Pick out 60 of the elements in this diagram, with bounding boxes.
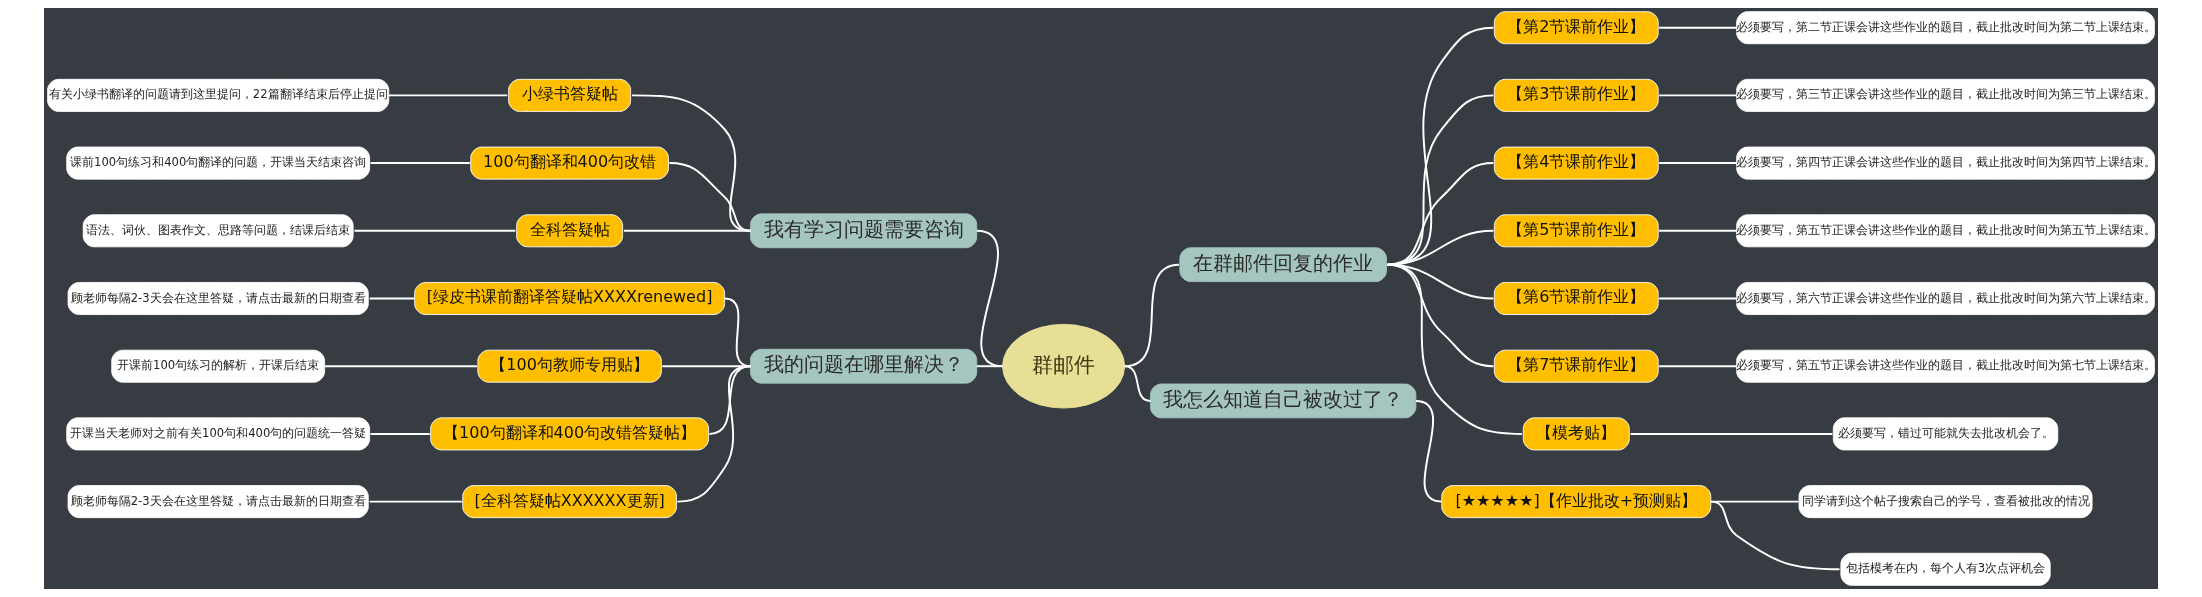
node-box: [全科答疑帖XXXXXX更新]: [462, 485, 677, 519]
node-box: 【第2节课前作业】: [1493, 11, 1659, 45]
connector: [1386, 26, 1495, 266]
node-box: 【第6节课前作业】: [1493, 282, 1659, 315]
node-box: [绿皮书课前翻译答疑帖XXXXrenewed]: [414, 282, 726, 315]
node-box: 必须要写，第六节正课会讲这些作业的题目，截止批改时间为第六节上课结束。: [1736, 282, 2155, 315]
node-box: 在群邮件回复的作业: [1179, 247, 1387, 282]
connector: [1386, 263, 1523, 435]
node-box: 必须要写，第三节正课会讲这些作业的题目，截止批改时间为第三节上课结束。: [1736, 78, 2155, 112]
connector: [676, 365, 752, 503]
node-box: 必须要写，第五节正课会讲这些作业的题目，截止批改时间为第七节上课结束。: [1736, 349, 2155, 383]
node-box: 有关小绿书翻译的问题请到这里提问，22篇翻译结束后停止提问: [47, 78, 390, 112]
connector: [369, 432, 431, 435]
node-box: 必须要写，第五节正课会讲这些作业的题目，截止批改时间为第五节上课结束。: [1736, 214, 2155, 248]
node-box: 全科答疑帖: [516, 214, 624, 248]
node-box: 开课前100句练习的解析，开课后结束: [111, 349, 326, 383]
node-box: 我的问题在哪里解决？: [750, 348, 978, 384]
connector: [975, 229, 1004, 368]
connector: [622, 229, 752, 232]
connector: [368, 500, 463, 503]
node-box: 必须要写，第四节正课会讲这些作业的题目，截止批改时间为第四节上课结束。: [1736, 146, 2155, 180]
connector: [975, 365, 1004, 368]
node-box: 【100句教师专用贴】: [477, 349, 662, 383]
connector: [324, 365, 478, 368]
node-box: 同学请到这个帖子搜索自己的学号，查看被批改的情况: [1798, 485, 2093, 519]
connector: [369, 162, 471, 165]
connector: [1658, 94, 1738, 97]
connector: [1123, 365, 1152, 402]
node-box: 我有学习问题需要咨询: [750, 213, 978, 249]
node-box: 顾老师每隔2-3天会在这里答疑，请点击最新的日期查看: [67, 485, 369, 519]
node-box: 100句翻译和400句改错: [470, 146, 669, 180]
node-box: 必须要写，第二节正课会讲这些作业的题目，截止批改时间为第二节上课结束。: [1736, 11, 2155, 45]
connector: [1386, 94, 1495, 266]
connector: [1658, 229, 1738, 232]
connector: [1629, 432, 1834, 435]
node-box: 【模考贴】: [1522, 417, 1630, 451]
node-box: 【100句翻译和400句改错答疑帖】: [430, 417, 710, 451]
connector: [368, 297, 416, 300]
connector: [1709, 500, 1841, 571]
node-box: [★★★★★]【作业批改+预测贴】: [1441, 485, 1712, 519]
node-box: 课前100句练习和400句翻译的问题，开课当天结束咨询: [66, 146, 371, 180]
node-box: 我怎么知道自己被改过了？: [1150, 383, 1417, 419]
node-ellipse: 群邮件: [1002, 323, 1126, 409]
node-box: 【第4节课前作业】: [1493, 146, 1659, 180]
node-box: 【第3节课前作业】: [1493, 78, 1659, 112]
connector: [1658, 162, 1738, 165]
connector: [353, 229, 517, 232]
connector: [1386, 162, 1495, 266]
connector: [1658, 26, 1738, 29]
node-box: 【第5节课前作业】: [1493, 214, 1659, 248]
connector: [1658, 365, 1738, 368]
node-box: 顾老师每隔2-3天会在这里答疑，请点击最新的日期查看: [67, 282, 369, 315]
node-box: 【第7节课前作业】: [1493, 349, 1659, 383]
node-box: 小绿书答疑帖: [508, 78, 632, 112]
node-box: 语法、词伙、图表作文、思路等问题，结课后结束: [82, 214, 354, 248]
node-box: 包括模考在内，每个人有3次点评机会: [1840, 552, 2051, 586]
connector: [387, 94, 509, 97]
node-box: 开课当天老师对之前有关100句和400句的问题统一答疑: [66, 417, 371, 451]
node-box: 必须要写，错过可能就失去批改机会了。: [1832, 417, 2059, 451]
connector: [1658, 297, 1738, 300]
